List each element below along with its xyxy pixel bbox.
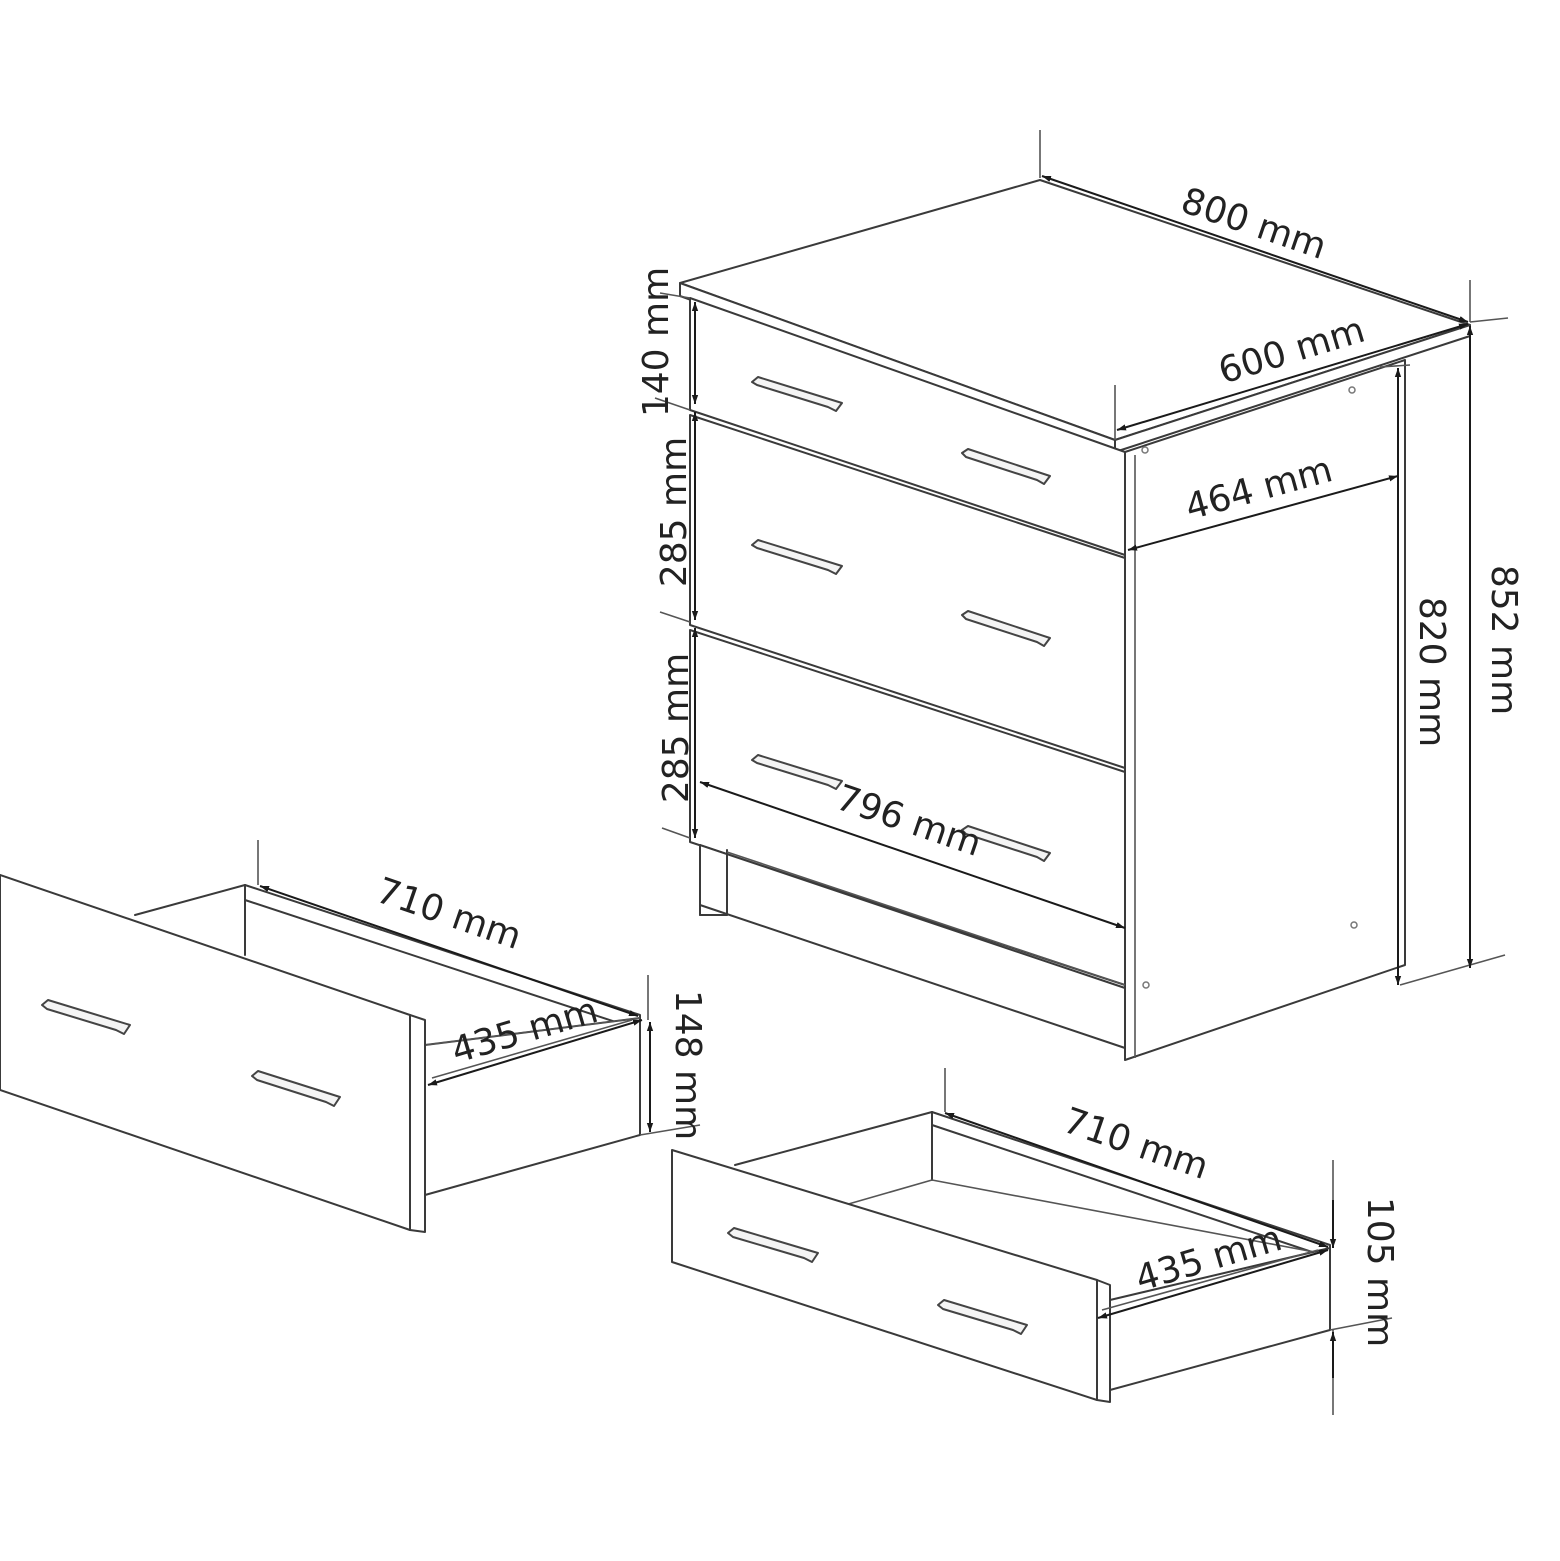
extension-line — [1329, 1317, 1393, 1331]
label-body-height: 820 mm — [1411, 597, 1452, 747]
handle-icon — [251, 1070, 341, 1107]
handle-icon — [751, 539, 843, 575]
large-drawer — [0, 874, 641, 1233]
drawer-front-top — [689, 297, 1126, 556]
extension-line — [1399, 954, 1506, 986]
small-drawer-left-top-edge — [734, 1111, 933, 1166]
label-total-height: 852 mm — [1483, 565, 1524, 715]
handle-icon — [961, 448, 1051, 485]
extension-line — [661, 827, 691, 839]
dimension-line-depth — [1116, 323, 1469, 431]
extension-line — [1469, 317, 1509, 323]
large-drawer-left-top-edge — [134, 884, 246, 916]
extension-line — [659, 292, 691, 299]
label-middle-drawer-height: 285 mm — [654, 437, 695, 587]
extension-line — [654, 397, 691, 411]
small-drawer-front — [671, 1149, 1098, 1401]
handle-icon — [41, 999, 131, 1035]
dimension-line-front-width — [699, 781, 1126, 929]
handle-icon — [751, 376, 843, 412]
large-drawer-front-edge — [409, 1014, 426, 1233]
label-large-drawer-height: 148 mm — [667, 990, 708, 1140]
extension-line — [659, 611, 691, 623]
dimension-line-inner-depth — [1127, 475, 1399, 551]
label-top-drawer-height: 140 mm — [636, 267, 677, 417]
dimension-line-small-length — [944, 1112, 1329, 1248]
handle-icon — [961, 610, 1051, 647]
label-bottom-drawer-height: 285 mm — [656, 653, 697, 803]
side-panel-hole — [1141, 446, 1149, 454]
dimension-line-large-length — [259, 885, 639, 1017]
side-panel-hole — [1142, 981, 1150, 989]
small-drawer-inner-line — [844, 1179, 933, 1206]
side-panel-hole — [1350, 921, 1358, 929]
dimension-line-large-depth — [427, 1019, 643, 1086]
dimension-line-small-depth — [1097, 1249, 1329, 1319]
extension-line — [639, 1124, 701, 1136]
handle-icon — [727, 1227, 819, 1263]
extension-line — [1379, 364, 1411, 368]
label-small-drawer-height: 105 mm — [1359, 1197, 1400, 1347]
drawer-front-middle — [689, 414, 1126, 769]
dimension-line-large-depth-shadow — [431, 1019, 633, 1079]
small-drawer-front-edge — [1096, 1279, 1111, 1403]
dimension-line-small-depth-shadow — [1101, 1249, 1319, 1311]
handle-icon — [937, 1299, 1028, 1335]
dimension-line-width — [1041, 175, 1469, 323]
